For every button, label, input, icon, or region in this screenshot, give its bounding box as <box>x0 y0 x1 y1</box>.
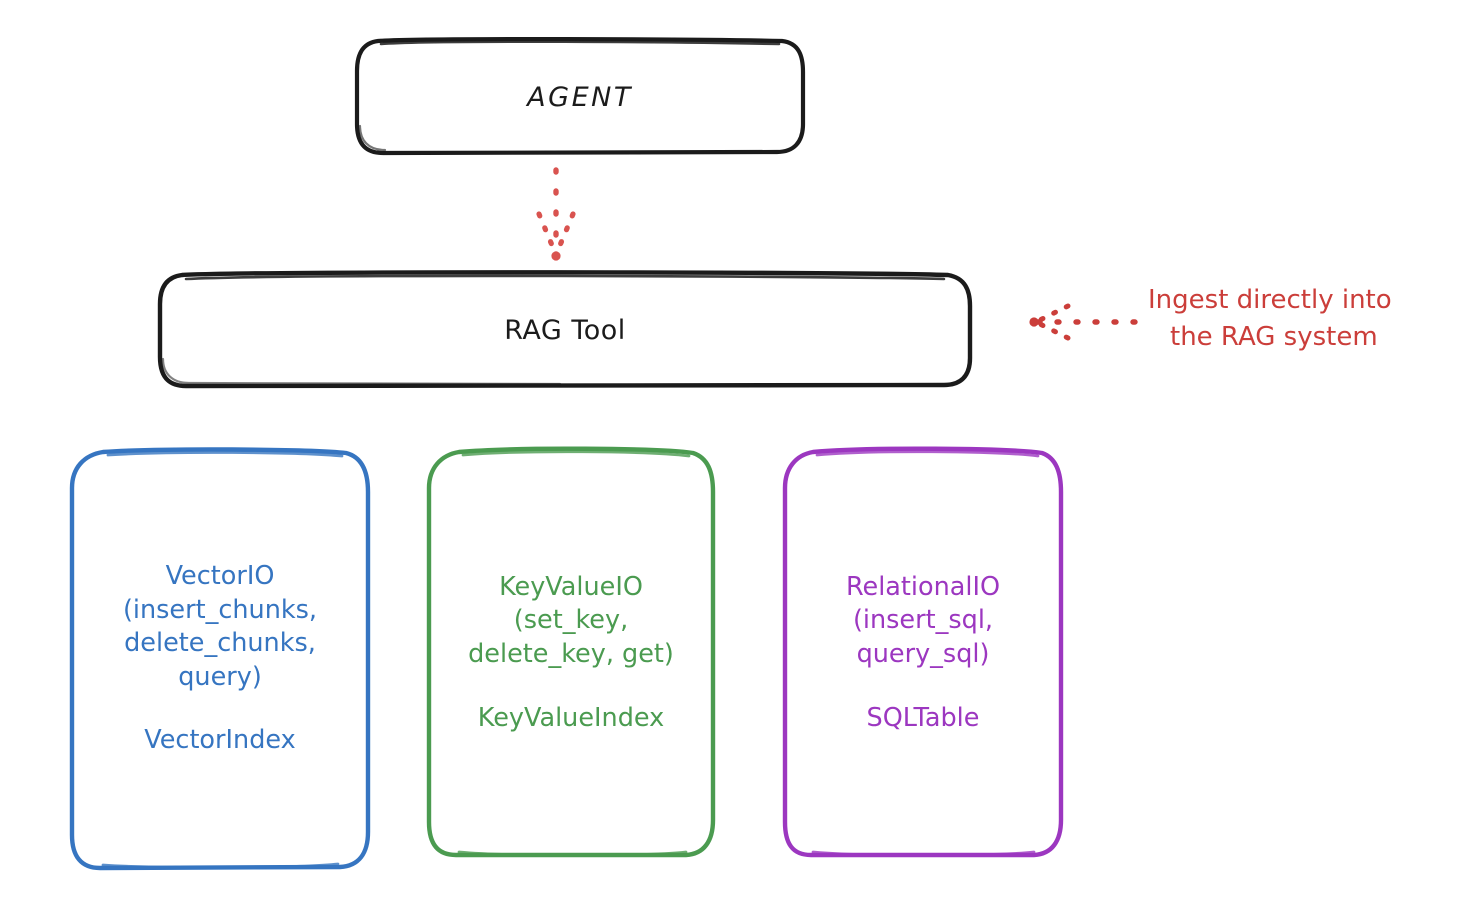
ingest-annotation-line-1: Ingest directly into <box>1148 285 1392 315</box>
vector-io-line-1: VectorIO <box>165 560 275 591</box>
keyvalue-io-line-2: (set_key, <box>513 605 629 636</box>
vector-index-label: VectorIndex <box>144 725 296 756</box>
relational-io-node[interactable]: RelationalIO (insert_sql, query_sql) SQL… <box>785 452 1061 854</box>
ingest-dotted-arrow <box>1029 303 1138 341</box>
keyvalue-io-line-1: KeyValueIO <box>499 571 643 602</box>
vector-io-node[interactable]: VectorIO (insert_chunks, delete_chunks, … <box>72 452 368 866</box>
keyvalue-index-label: KeyValueIndex <box>477 702 665 733</box>
sql-table-label: SQLTable <box>866 702 980 733</box>
vector-io-line-3: delete_chunks, <box>124 628 316 659</box>
vector-io-line-4: query) <box>178 661 262 692</box>
relational-io-line-2: (insert_sql, <box>852 605 994 636</box>
agent-node[interactable]: AGENT <box>357 41 803 153</box>
rag-tool-label: RAG Tool <box>504 314 626 346</box>
ingest-annotation: Ingest directly into the RAG system <box>1148 282 1478 356</box>
keyvalue-io-node[interactable]: KeyValueIO (set_key, delete_key, get) Ke… <box>429 452 713 854</box>
agent-to-rag-dotted-arrow <box>536 167 576 261</box>
keyvalue-io-line-3: delete_key, get) <box>468 639 674 669</box>
vector-io-line-2: (insert_chunks, <box>122 594 318 625</box>
ingest-annotation-line-2: the RAG system <box>1170 321 1378 352</box>
relational-io-line-1: RelationalIO <box>845 571 1001 602</box>
rag-tool-node[interactable]: RAG Tool <box>160 275 970 385</box>
agent-label: AGENT <box>527 81 633 113</box>
relational-io-line-3: query_sql) <box>856 639 990 669</box>
